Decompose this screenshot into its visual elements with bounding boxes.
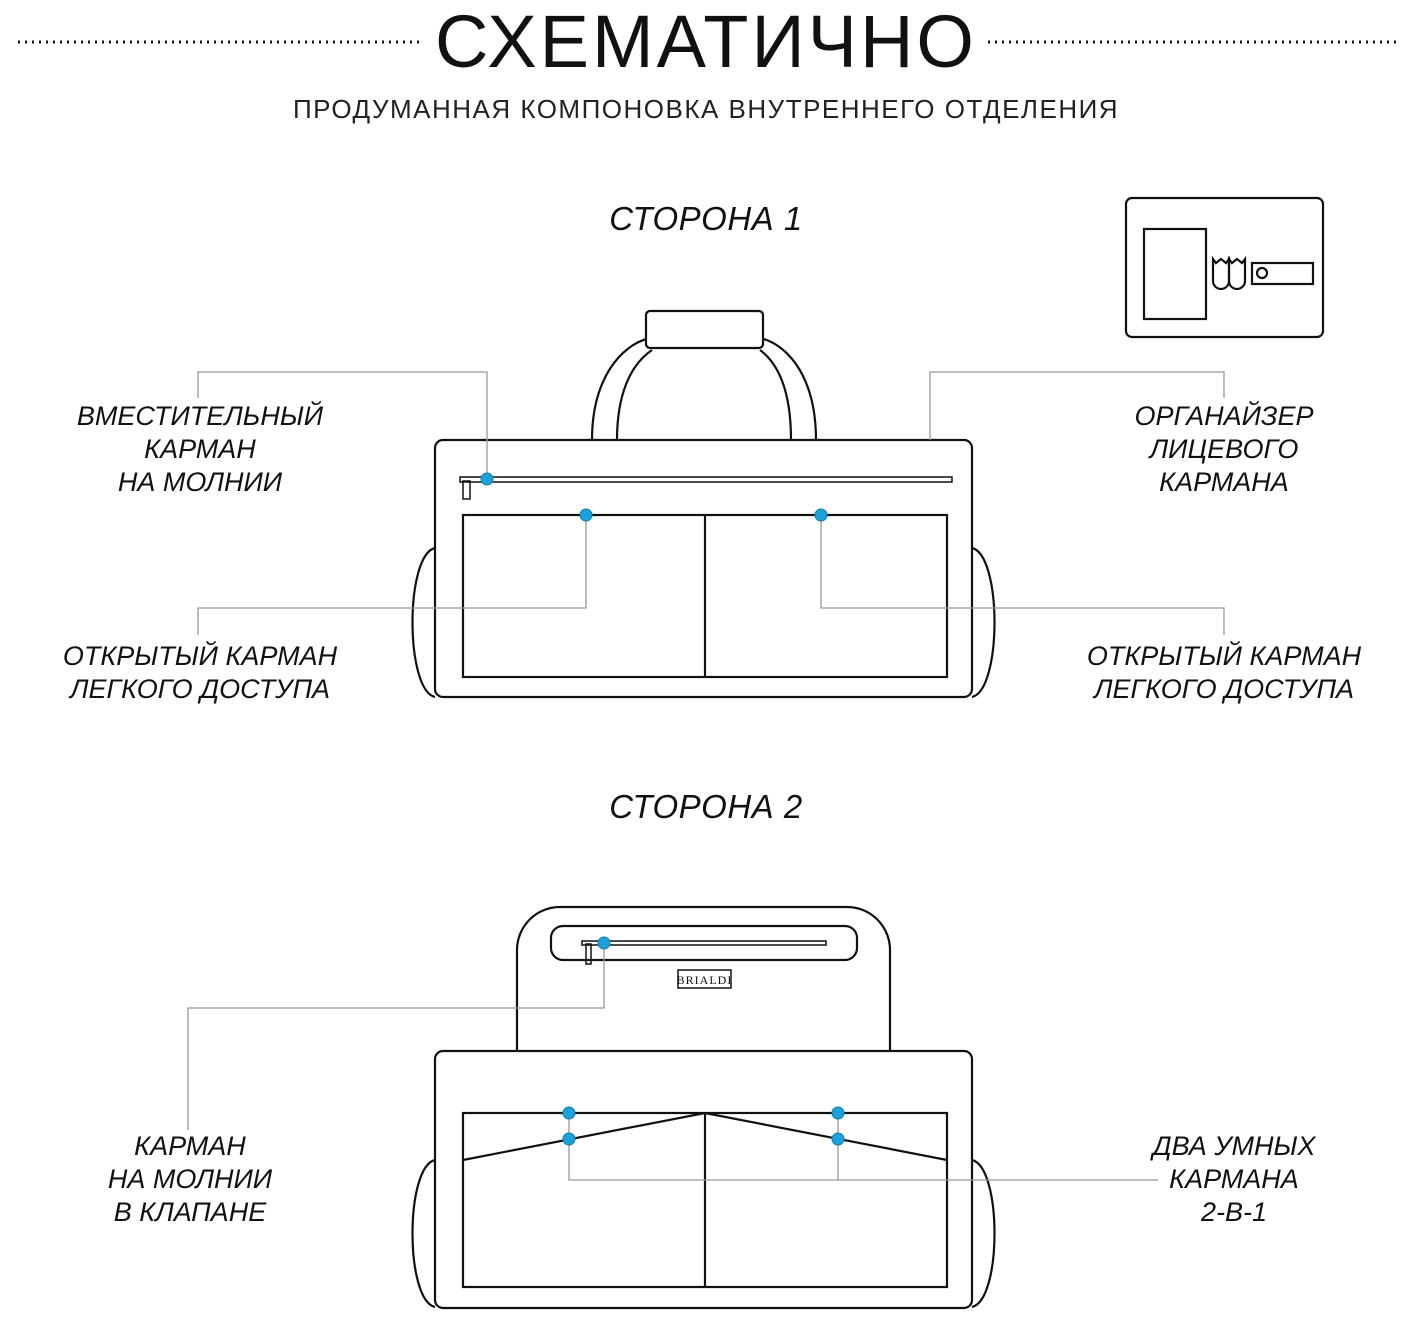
side-2-title: СТОРОНА 2 [609, 788, 803, 825]
side-1-title: СТОРОНА 1 [609, 200, 803, 237]
bag-side-1 [411, 309, 996, 699]
smart-pocket-flaps [462, 1111, 948, 1162]
callout-dot [579, 508, 593, 522]
callout-dot [814, 508, 828, 522]
zipper-pull [462, 480, 471, 500]
callout-dot [831, 1106, 845, 1120]
page-title: СХЕМАТИЧНО [435, 0, 977, 83]
flap-zipper-pull [585, 943, 592, 965]
brand-logo-frame [677, 969, 732, 989]
callout-dots [480, 472, 845, 1146]
callout-dot [597, 936, 611, 950]
flap-zipper [581, 940, 827, 946]
bag-side-2 [411, 905, 996, 1310]
organizer-icon [1124, 196, 1325, 339]
flap [515, 905, 892, 1051]
callout-dot [562, 1106, 576, 1120]
callout-dot [480, 472, 494, 486]
handle [590, 336, 818, 441]
page-subtitle: ПРОДУМАННАЯ КОМПОНОВКА ВНУТРЕННЕГО ОТДЕЛ… [292, 94, 1120, 124]
side-bulge-right [971, 546, 996, 699]
brand-logo: BRIALDI [677, 973, 733, 987]
bag-body [433, 438, 974, 699]
callout-dot [831, 1132, 845, 1146]
callout-dot [562, 1132, 576, 1146]
zipper [459, 476, 953, 483]
side-bulge-left [411, 546, 436, 699]
flap-zip-frame [549, 924, 859, 962]
handle-grip [644, 309, 765, 350]
